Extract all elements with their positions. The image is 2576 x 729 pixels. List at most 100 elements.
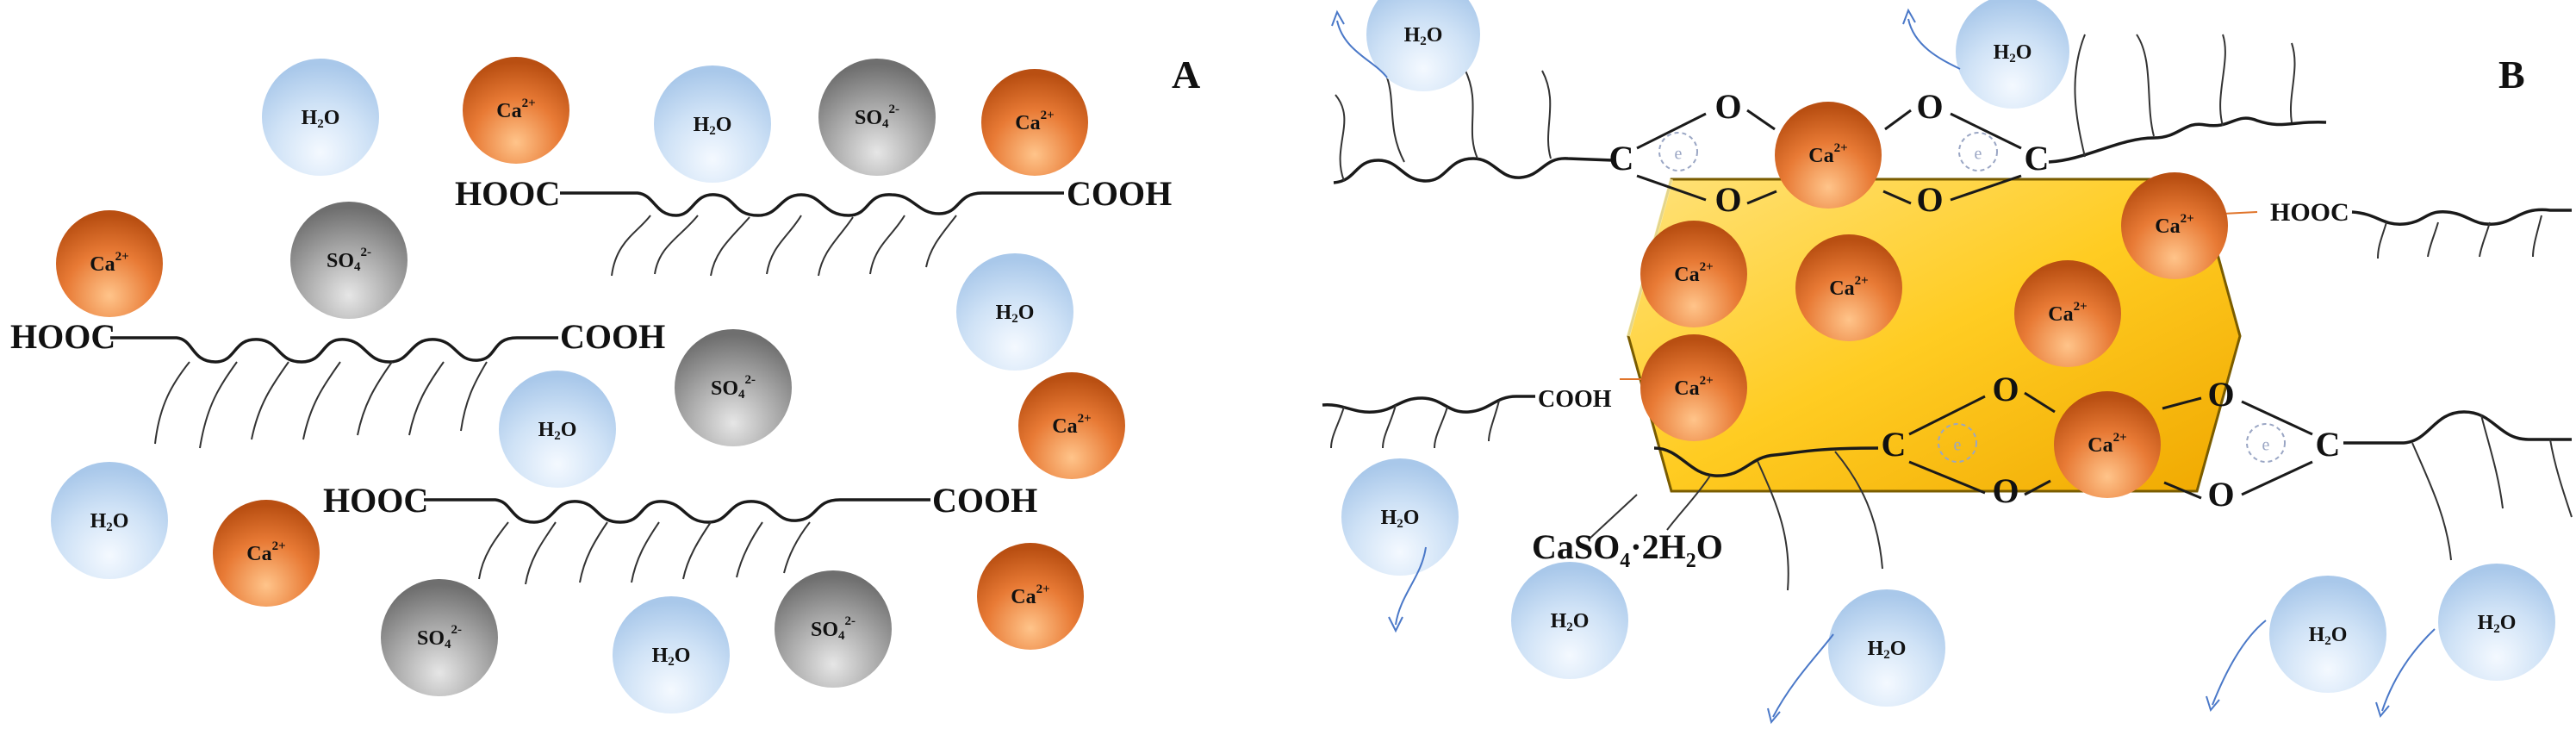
water-molecule: H2O: [2206, 576, 2386, 713]
calcium-ion: Ca2+: [2054, 391, 2161, 498]
svg-text:Ca2+: Ca2+: [2048, 300, 2087, 325]
svg-text:O: O: [1916, 87, 1943, 126]
calcium-ion: Ca2+: [56, 210, 163, 317]
cooh-label: COOH: [560, 317, 665, 356]
water-molecule: H2O: [262, 59, 379, 176]
calcium-ion: Ca2+: [1018, 372, 1125, 479]
svg-text:Ca2+: Ca2+: [496, 97, 535, 122]
svg-text:Ca2+: Ca2+: [90, 250, 128, 275]
carboxylate-bridge: C O O e: [1882, 87, 2050, 219]
svg-text:SO42-: SO42-: [811, 614, 856, 643]
svg-text:e: e: [1675, 145, 1683, 164]
calcium-ion: Ca2+: [1640, 221, 1747, 327]
calcium-ion: Ca2+: [1775, 102, 1882, 209]
svg-text:Ca2+: Ca2+: [1808, 141, 1847, 166]
calcium-ion: Ca2+: [463, 57, 569, 164]
calcium-ion: Ca2+: [977, 543, 1084, 650]
polymer-chain-lower: HOOC COOH: [323, 481, 1037, 585]
sulfate-ion: SO42-: [675, 329, 792, 446]
calcium-ion: Ca2+: [1795, 234, 1902, 341]
svg-text:H2O: H2O: [538, 419, 577, 444]
svg-text:H2O: H2O: [652, 645, 691, 670]
water-molecule: H2O: [2375, 564, 2555, 719]
svg-text:H2O: H2O: [1994, 41, 2032, 66]
svg-text:Ca2+: Ca2+: [2088, 431, 2126, 456]
svg-text:Ca2+: Ca2+: [1052, 412, 1091, 437]
panel-a: A HOOC COOH HOOC COOH: [10, 53, 1200, 713]
hooc-label: HOOC: [10, 317, 115, 356]
panel-label-a: A: [1172, 53, 1200, 97]
sulfate-ion: SO42-: [818, 59, 936, 176]
carboxylate-bridge: C O O e: [1609, 87, 1777, 219]
hooc-label: HOOC: [455, 174, 560, 213]
svg-text:O: O: [1992, 370, 2019, 408]
carboxylate-bridge: C O O e: [1653, 370, 2056, 591]
svg-text:Ca2+: Ca2+: [1829, 274, 1868, 299]
svg-text:C: C: [2025, 139, 2050, 178]
water-molecule: H2O: [499, 371, 616, 488]
cooh-label: COOH: [1067, 174, 1172, 213]
water-molecule: H2O: [956, 253, 1073, 371]
cooh-label: COOH: [1538, 386, 1612, 413]
calcium-ion: Ca2+: [2121, 172, 2228, 279]
svg-text:H2O: H2O: [1381, 507, 1420, 532]
polymer-chain-middle: HOOC COOH: [10, 317, 665, 449]
svg-text:H2O: H2O: [996, 302, 1035, 327]
svg-text:C: C: [2316, 425, 2341, 464]
polymer-chain-upper: HOOC COOH: [455, 174, 1172, 277]
svg-text:H2O: H2O: [90, 510, 129, 535]
svg-text:Ca2+: Ca2+: [1674, 374, 1713, 399]
svg-text:Ca2+: Ca2+: [246, 539, 285, 564]
water-molecule: H2O: [613, 596, 730, 713]
svg-text:O: O: [1714, 87, 1741, 126]
svg-text:Ca2+: Ca2+: [1011, 583, 1049, 608]
svg-text:CaSO4·2H2O: CaSO4·2H2O: [1532, 527, 1723, 572]
svg-text:O: O: [1916, 180, 1943, 219]
hooc-label: HOOC: [2270, 198, 2349, 227]
svg-text:H2O: H2O: [2478, 612, 2517, 637]
water-molecule: H2O: [1511, 562, 1628, 679]
svg-text:H2O: H2O: [1404, 24, 1443, 49]
svg-text:O: O: [2207, 375, 2234, 414]
water-molecule: H2O: [1341, 458, 1459, 633]
calcium-ion: Ca2+: [2014, 260, 2121, 367]
water-molecule: H2O: [1331, 0, 1480, 91]
sulfate-ion: SO42-: [290, 202, 408, 319]
calcium-ion: Ca2+: [213, 500, 320, 607]
svg-text:H2O: H2O: [2309, 624, 2348, 649]
cooh-label: COOH: [932, 481, 1037, 520]
calcium-ion: Ca2+: [1640, 334, 1747, 441]
svg-text:C: C: [1882, 425, 1907, 464]
svg-text:e: e: [2262, 436, 2270, 455]
water-molecule: H2O: [51, 462, 168, 579]
water-molecule: H2O: [1902, 0, 2069, 109]
panel-label-b: B: [2498, 53, 2525, 97]
panel-b: B C O O e C: [1322, 0, 2573, 725]
water-molecule: H2O: [654, 65, 771, 183]
svg-text:H2O: H2O: [694, 114, 732, 139]
svg-text:e: e: [1975, 145, 1982, 164]
calcium-ion: Ca2+: [981, 69, 1088, 176]
polymer-chain-left: COOH: [1322, 378, 1646, 449]
svg-text:e: e: [1954, 436, 1962, 455]
sulfate-ion: SO42-: [775, 570, 892, 688]
svg-text:H2O: H2O: [1868, 638, 1907, 663]
svg-text:Ca2+: Ca2+: [1674, 260, 1713, 285]
hooc-label: HOOC: [323, 481, 428, 520]
svg-text:O: O: [1714, 180, 1741, 219]
sulfate-ion: SO42-: [381, 579, 498, 696]
svg-text:H2O: H2O: [302, 107, 340, 132]
carboxylate-bridge: C O O e: [2162, 375, 2573, 561]
svg-text:SO42-: SO42-: [417, 623, 462, 651]
water-molecule: H2O: [1767, 589, 1945, 725]
svg-text:H2O: H2O: [1551, 610, 1590, 635]
svg-text:C: C: [1609, 139, 1634, 178]
crystal-formula: CaSO4·2H2O: [1532, 494, 1723, 572]
polymer-chain-top: [1333, 34, 2327, 184]
svg-text:O: O: [2207, 475, 2234, 514]
svg-text:Ca2+: Ca2+: [1015, 109, 1054, 134]
svg-text:SO42-: SO42-: [327, 246, 371, 274]
svg-text:Ca2+: Ca2+: [2155, 212, 2193, 237]
svg-text:SO42-: SO42-: [711, 373, 756, 402]
